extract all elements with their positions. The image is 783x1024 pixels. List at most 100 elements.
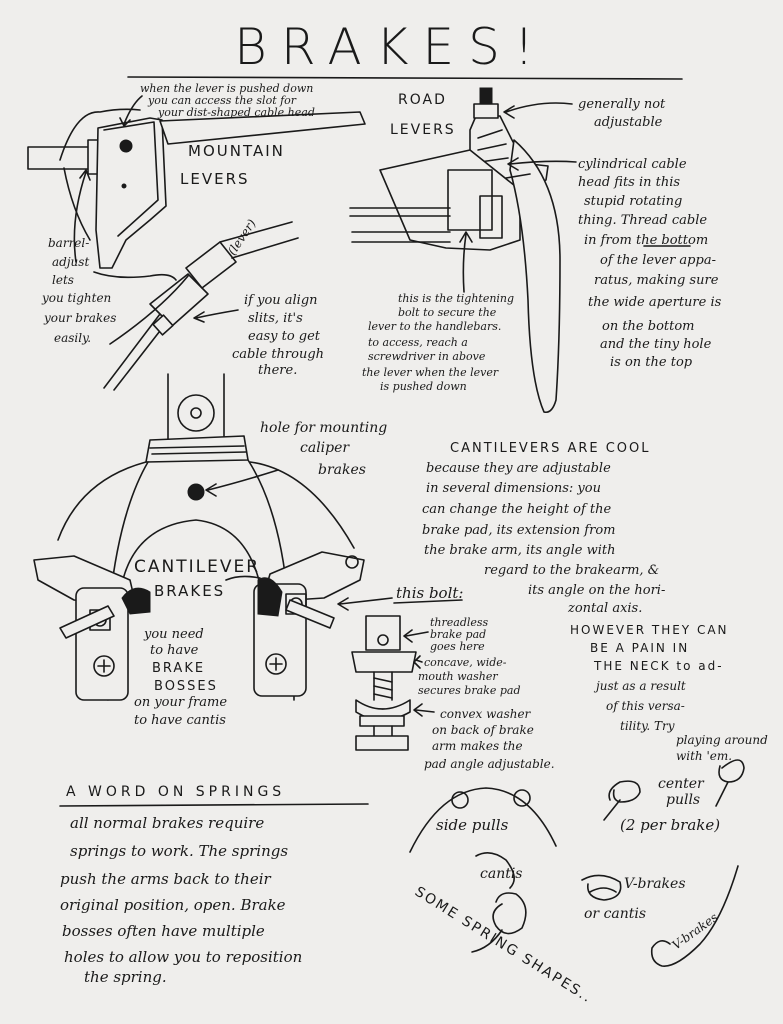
- svg-text:all normal brakes require: all normal brakes require: [70, 814, 264, 832]
- svg-text:the wide aperture is: the wide aperture is: [588, 295, 722, 310]
- svg-text:holes to allow you to repositi: holes to allow you to reposition: [64, 948, 302, 966]
- this-bolt-arrow: [337, 597, 393, 611]
- svg-text:springs to work. The springs: springs to work. The springs: [70, 842, 288, 860]
- concave-arrow: [413, 655, 423, 669]
- svg-text:is on the top: is on the top: [610, 355, 693, 370]
- svg-text:pulls: pulls: [666, 792, 700, 808]
- svg-text:THE NECK to ad-: THE NECK to ad-: [593, 659, 724, 673]
- convex-arrow: [413, 703, 435, 717]
- note-brake-bosses-caps: BRAKE BOSSES: [152, 661, 216, 694]
- svg-text:CANTILEVERS ARE COOL: CANTILEVERS ARE COOL: [450, 441, 651, 456]
- adjustable-arrow: [503, 102, 573, 119]
- bolt-arrow: [459, 231, 473, 293]
- v-brakes-label: V-brakes or cantis: [584, 876, 686, 922]
- cantilever-brakes-label-2: BRAKES: [154, 582, 225, 600]
- cantilever-frame-drawing: [33, 373, 365, 701]
- svg-text:you need: you need: [143, 627, 204, 642]
- slot-arrow: [119, 95, 143, 127]
- barrel-arrow: [73, 169, 91, 263]
- svg-text:bosses often have multiple: bosses often have multiple: [62, 922, 265, 940]
- svg-text:on your frame: on your frame: [134, 695, 227, 710]
- svg-text:ratus, making sure: ratus, making sure: [594, 273, 719, 288]
- note-slot: when the lever is pushed down you can ac…: [140, 82, 315, 119]
- svg-text:and the tiny hole: and the tiny hole: [600, 337, 712, 352]
- svg-text:on back of brake: on back of brake: [432, 723, 534, 737]
- threadless-arrow: [403, 629, 429, 643]
- svg-text:on the bottom: on the bottom: [602, 319, 695, 334]
- svg-text:with 'em.: with 'em.: [676, 749, 732, 763]
- svg-text:or cantis: or cantis: [584, 906, 646, 922]
- cantilever-brakes-label: CANTILEVER: [134, 557, 260, 577]
- however-note: HOWEVER THEY CAN BE A PAIN IN THE NECK t…: [570, 623, 768, 763]
- mountain-levers-label-2: LEVERS: [180, 170, 250, 188]
- side-pulls-label: side pulls: [436, 816, 509, 834]
- road-label-2: LEVERS: [390, 122, 456, 138]
- svg-text:lets: lets: [52, 273, 74, 287]
- svg-text:caliper: caliper: [300, 440, 350, 456]
- note-align-slits: if you align slits, it's easy to get cab…: [232, 293, 324, 378]
- cable-barrel-drawing: [103, 221, 299, 391]
- svg-text:barrel-: barrel-: [48, 236, 89, 250]
- svg-text:of this versa-: of this versa-: [606, 699, 685, 713]
- svg-text:there.: there.: [258, 363, 297, 378]
- spring-cantis: [471, 852, 527, 953]
- note-cylindrical-cable: cylindrical cable head fits in this stup…: [578, 157, 722, 370]
- svg-text:this is the tightening: this is the tightening: [398, 292, 514, 305]
- center-pulls-label: center pulls: [658, 776, 705, 808]
- cantilevers-cool-note: CANTILEVERS ARE COOL because they are ad…: [422, 441, 665, 616]
- svg-text:slits, it's: slits, it's: [248, 311, 303, 326]
- note-hole-caliper: hole for mounting caliper brakes: [260, 420, 387, 478]
- svg-text:the spring.: the spring.: [84, 968, 167, 986]
- svg-text:lever to the handlebars.: lever to the handlebars.: [368, 320, 501, 333]
- svg-text:zontal axis.: zontal axis.: [567, 601, 642, 616]
- road-label: ROAD: [398, 92, 447, 108]
- hole-arrow: [205, 469, 279, 497]
- note-frame-cantis: on your frame to have cantis: [134, 695, 227, 728]
- svg-text:screwdriver in above: screwdriver in above: [368, 350, 486, 363]
- note-concave: concave, wide- mouth washer secures brak…: [418, 656, 520, 697]
- this-bolt-underline: [393, 599, 463, 604]
- svg-text:just as a result: just as a result: [593, 679, 686, 693]
- note-convex: convex washer on back of brake arm makes…: [424, 707, 555, 771]
- svg-text:stupid rotating: stupid rotating: [584, 194, 682, 209]
- svg-text:the brake arm, its angle with: the brake arm, its angle with: [424, 543, 615, 558]
- spring-side-pulls: [409, 787, 557, 853]
- springs-heading: A WORD ON SPRINGS: [66, 784, 285, 800]
- svg-text:regard to the brakearm, &: regard to the brakearm, &: [484, 563, 659, 578]
- svg-text:adjust: adjust: [52, 255, 89, 269]
- svg-text:your dist-shaped cable head: your dist-shaped cable head: [157, 106, 315, 119]
- svg-text:to have cantis: to have cantis: [134, 713, 226, 728]
- svg-text:when the lever is pushed down: when the lever is pushed down: [140, 82, 313, 95]
- note-brake-bosses: you need to have: [143, 627, 204, 658]
- svg-text:BE A PAIN IN: BE A PAIN IN: [590, 641, 689, 655]
- note-barrel-adjust: barrel- adjust lets you tighten your bra…: [41, 236, 116, 345]
- svg-text:you tighten: you tighten: [41, 291, 111, 305]
- note-threadless: threadless brake pad goes here: [430, 616, 489, 653]
- svg-text:V-brakes: V-brakes: [624, 876, 686, 892]
- svg-text:tility. Try: tility. Try: [620, 719, 675, 733]
- mountain-lever-drawing: [27, 108, 366, 269]
- svg-text:in from the bottom: in from the bottom: [584, 233, 708, 248]
- svg-text:hole for mounting: hole for mounting: [260, 420, 387, 436]
- svg-text:can change the height of the: can change the height of the: [422, 502, 612, 517]
- page-title: BRAKES!: [234, 18, 548, 76]
- svg-text:is pushed down: is pushed down: [380, 380, 467, 393]
- mountain-levers-label: MOUNTAIN: [188, 142, 285, 160]
- svg-text:center: center: [658, 776, 705, 792]
- svg-text:playing around: playing around: [676, 733, 768, 747]
- spring-v-brakes-large: [650, 865, 739, 967]
- spring-v-brakes: [581, 874, 622, 901]
- svg-text:in several dimensions: you: in several dimensions: you: [426, 481, 601, 496]
- svg-text:to have: to have: [150, 643, 199, 658]
- svg-text:HOWEVER THEY CAN: HOWEVER THEY CAN: [570, 623, 729, 637]
- svg-text:thing. Thread cable: thing. Thread cable: [578, 213, 707, 228]
- road-lever-drawing: [349, 87, 561, 414]
- svg-text:original position, open. Brake: original position, open. Brake: [60, 896, 286, 914]
- spring-center-pulls: [603, 759, 745, 821]
- cable-curve-arrow: [93, 271, 177, 281]
- springs-text: all normal brakes require springs to wor…: [60, 814, 302, 986]
- cable-head-arrow: [507, 157, 577, 171]
- cantis-label: cantis: [480, 866, 523, 882]
- svg-text:if you align: if you align: [244, 293, 318, 308]
